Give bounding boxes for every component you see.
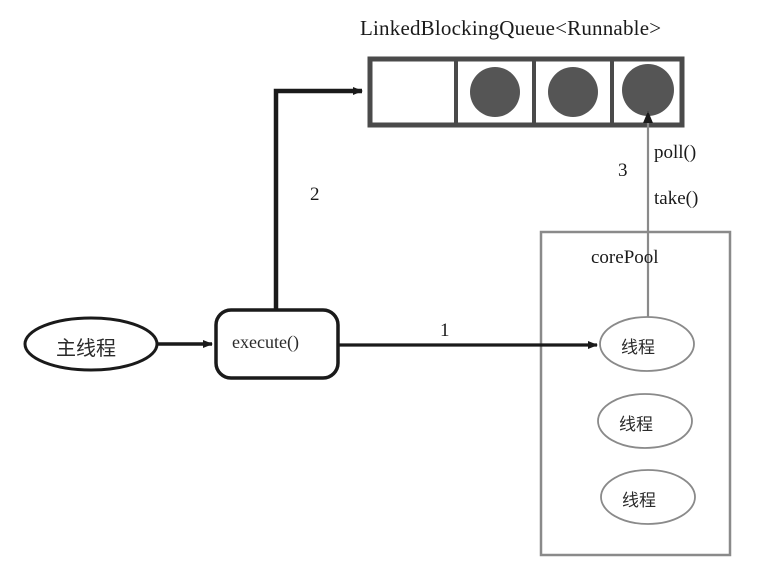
core-pool-label: corePool — [591, 247, 659, 268]
edge-2-path — [273, 87, 363, 310]
thread-ellipse-1-shape — [599, 316, 695, 372]
execute-label: execute() — [232, 332, 299, 352]
edge-2-execute-to-queue — [273, 87, 363, 310]
thread-ellipse-1 — [599, 316, 695, 372]
thread-ellipse-2 — [597, 393, 693, 449]
thread-ellipse-3-shape — [600, 469, 696, 525]
thread-ellipse-2-shape — [597, 393, 693, 449]
thread-label-2: 线程 — [619, 415, 653, 435]
edge-3-step-label: 3 — [618, 160, 628, 181]
poll-method-label: poll() — [654, 142, 697, 163]
edge-2-step-label: 2 — [310, 184, 320, 205]
main-thread-label: 主线程 — [56, 336, 116, 360]
edge-1-step-label: 1 — [440, 320, 450, 341]
queue-task-circle-2 — [548, 67, 598, 117]
queue-task-circle-3 — [622, 64, 674, 116]
queue-task-circle-1 — [470, 67, 520, 117]
main-thread-ellipse — [23, 316, 159, 372]
thread-label-3: 线程 — [622, 491, 656, 511]
thread-label-1: 线程 — [621, 338, 655, 358]
main-thread-ellipse-shape — [23, 316, 159, 372]
take-method-label: take() — [654, 188, 699, 209]
thread-ellipse-3 — [600, 469, 696, 525]
queue-box — [367, 56, 685, 128]
queue-title: LinkedBlockingQueue<Runnable> — [360, 16, 662, 40]
